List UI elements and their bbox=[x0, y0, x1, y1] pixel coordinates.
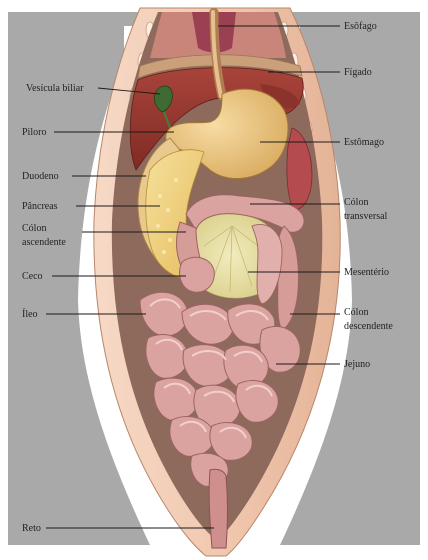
label-esofago: Esôfago bbox=[344, 21, 377, 32]
label-jejuno: Jejuno bbox=[344, 359, 370, 370]
label-reto: Reto bbox=[22, 523, 41, 534]
label-colon-ascendente-line1: Cólon bbox=[22, 223, 46, 234]
label-vesicula-biliar: Vesícula biliar bbox=[26, 83, 84, 94]
label-figado: Fígado bbox=[344, 67, 372, 78]
label-colon-descendente-line1: Cólon bbox=[344, 307, 368, 318]
label-colon-transversal-line1: Cólon bbox=[344, 197, 368, 208]
label-colon-descendente-line2: descendente bbox=[344, 321, 393, 332]
cecum bbox=[180, 257, 215, 292]
label-pancreas: Pâncreas bbox=[22, 201, 58, 212]
label-duodeno: Duodeno bbox=[22, 171, 59, 182]
rectum bbox=[209, 469, 227, 548]
label-colon-transversal-line2: transversal bbox=[344, 211, 388, 222]
label-ileo: Íleo bbox=[22, 308, 38, 320]
label-mesenterio: Mesentério bbox=[344, 267, 389, 278]
label-estomago: Estômago bbox=[344, 137, 384, 148]
label-ceco: Ceco bbox=[22, 271, 43, 282]
label-piloro: Piloro bbox=[22, 127, 46, 138]
label-colon-ascendente-line2: ascendente bbox=[22, 237, 66, 248]
